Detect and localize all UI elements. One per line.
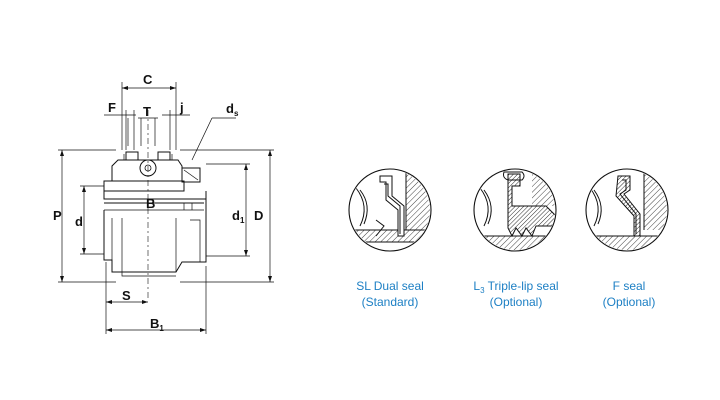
dim-P: P	[53, 208, 62, 223]
dim-C: C	[143, 72, 153, 87]
dim-T: T	[143, 104, 151, 119]
caption-l3-line1: L3 Triple-lip seal	[473, 279, 558, 295]
dim-B1: B1	[150, 316, 164, 333]
bearing-section	[103, 110, 207, 300]
dim-F: F	[108, 100, 116, 115]
seal-detail-l3	[473, 168, 557, 252]
dim-D: D	[254, 208, 263, 223]
dimension-lines	[58, 82, 274, 334]
caption-sl-line1: SL Dual seal	[356, 279, 424, 293]
seal-detail-sl	[348, 168, 432, 252]
dim-ds: ds	[226, 101, 239, 118]
caption-l3-line2: (Optional)	[490, 295, 543, 309]
caption-f-line1: F seal	[613, 279, 646, 293]
dim-d1: d1	[232, 208, 245, 225]
seal-captions: SL Dual seal (Standard) L3 Triple-lip se…	[356, 279, 655, 309]
caption-f-line2: (Optional)	[603, 295, 656, 309]
dim-j: j	[179, 100, 184, 115]
caption-sl-line2: (Standard)	[362, 295, 419, 309]
dim-d: d	[75, 214, 83, 229]
seal-detail-f	[585, 168, 669, 252]
dimension-labels: C F T j ds P d B d1 D S B1	[53, 72, 263, 333]
dim-S: S	[122, 288, 131, 303]
dim-B: B	[146, 196, 155, 211]
